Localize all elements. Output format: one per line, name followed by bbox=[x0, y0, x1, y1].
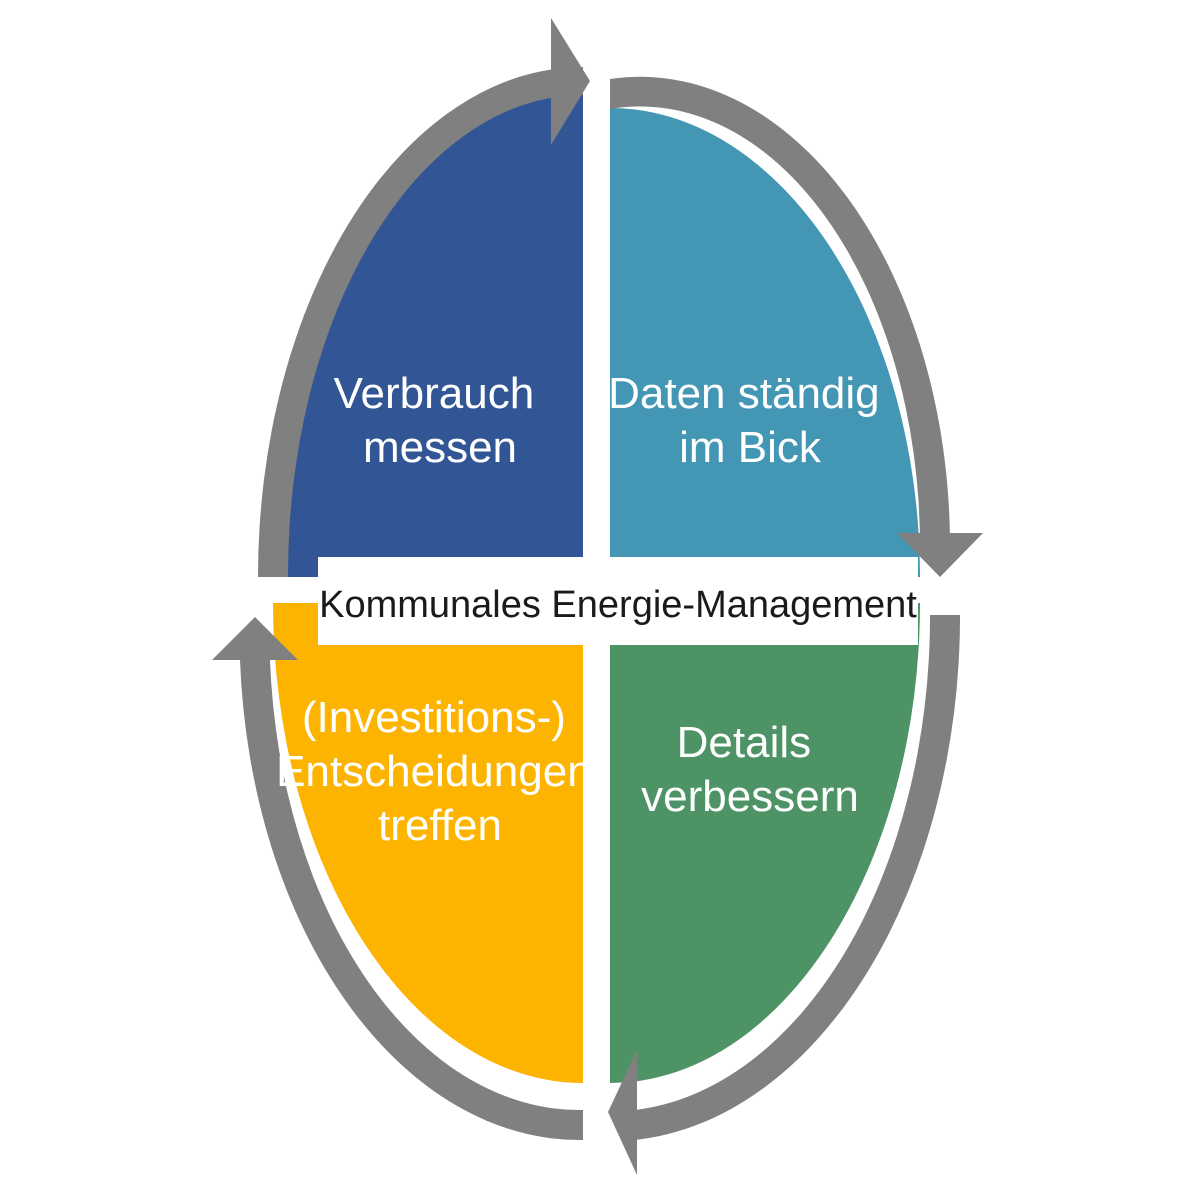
label-line: treffen bbox=[378, 801, 502, 850]
arrow-top-left bbox=[258, 67, 583, 577]
label-line: messen bbox=[363, 423, 517, 472]
quadrant-label-top-right: Daten ständig im Bick bbox=[608, 369, 892, 472]
center-label-box bbox=[318, 557, 918, 645]
arrowhead-bottom bbox=[608, 1050, 637, 1175]
label-line: verbessern bbox=[641, 772, 859, 821]
quadrant-bottom-left bbox=[273, 603, 583, 1083]
arrowhead-top bbox=[551, 18, 590, 145]
label-line: Daten ständig bbox=[608, 369, 880, 418]
label-line: (Investitions-) bbox=[302, 693, 566, 742]
quadrant-label-bottom-right: Details verbessern bbox=[641, 718, 859, 821]
arrow-bottom-right bbox=[635, 615, 961, 1140]
quadrant-label-top-left: Verbrauch messen bbox=[334, 369, 547, 472]
quadrant-top-right bbox=[610, 108, 920, 577]
quadrant-top-left bbox=[273, 82, 583, 577]
label-line: im Bick bbox=[679, 423, 822, 472]
label-line: Details bbox=[677, 718, 812, 767]
arrowhead-right bbox=[897, 533, 983, 577]
arrow-top-right bbox=[610, 76, 950, 546]
quadrant-label-bottom-left: (Investitions-) Entscheidungen treffen bbox=[276, 693, 604, 850]
label-line: Entscheidungen bbox=[276, 747, 592, 796]
label-line: Verbrauch bbox=[334, 369, 535, 418]
center-label: Kommunales Energie-Management bbox=[319, 584, 917, 626]
arrowhead-left bbox=[212, 617, 298, 660]
arrow-bottom-left bbox=[240, 660, 583, 1141]
quadrant-bottom-right bbox=[610, 603, 920, 1083]
